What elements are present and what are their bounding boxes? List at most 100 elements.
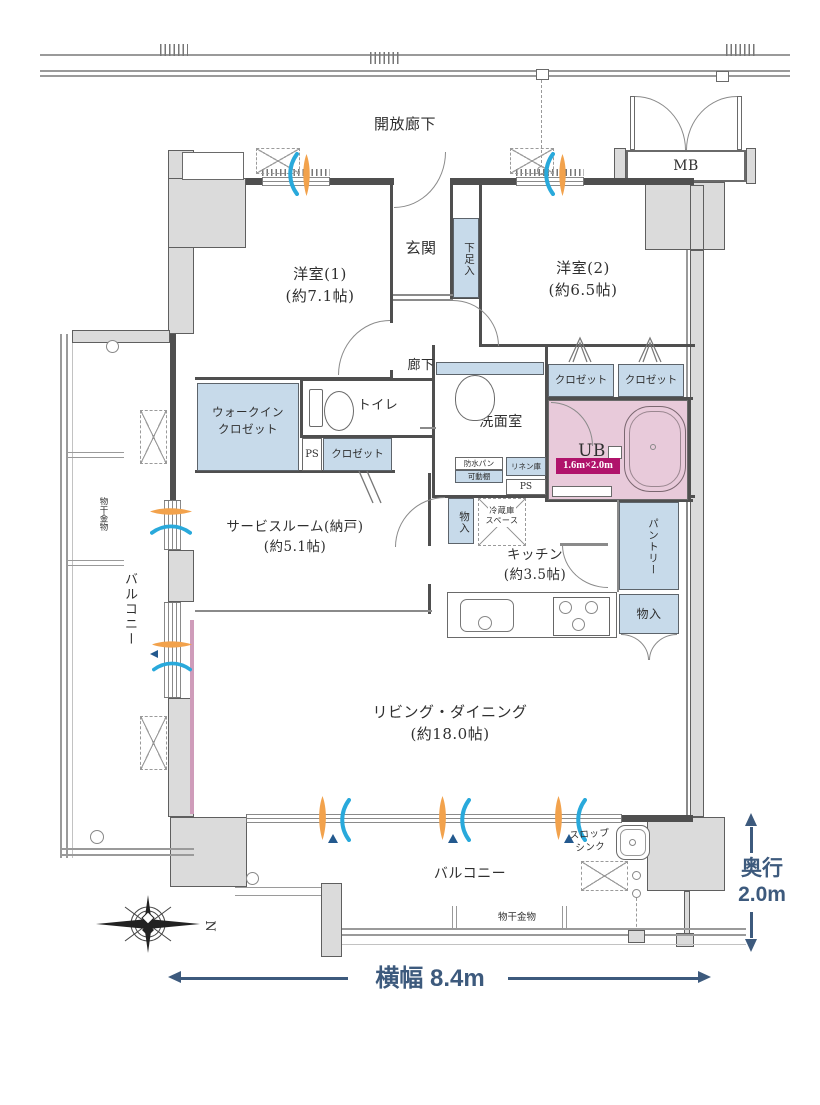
- label-line: スペース: [484, 516, 520, 527]
- closet-label: クロゼット: [331, 448, 384, 460]
- airflow-orange-icon: [556, 154, 569, 196]
- wall: [620, 815, 693, 822]
- shoe-box-label: 下足入: [463, 241, 475, 277]
- entrance-door-arc: [394, 152, 446, 208]
- hall-ld-door-arc: [395, 497, 445, 547]
- wall: [545, 397, 693, 400]
- balcony-partition: [321, 883, 342, 957]
- wall: [390, 370, 393, 380]
- wall: [428, 584, 431, 614]
- storage-label: 物入: [636, 607, 662, 621]
- balcony-railing: [72, 334, 73, 858]
- walk-in-closet-label: ウォークイン クロゼット: [199, 404, 297, 437]
- room-label-washroom: 洗面室: [479, 414, 523, 430]
- wall: [617, 498, 619, 592]
- room-label-kitchen: キッチン (約3.5帖): [490, 546, 580, 585]
- wall: [300, 435, 435, 438]
- corridor-post: [536, 69, 549, 80]
- corridor-line: [40, 54, 790, 56]
- room-name: 洋室(1): [293, 265, 347, 283]
- window: [262, 177, 330, 186]
- entrance-step-line: [393, 299, 453, 301]
- corridor-line: [40, 75, 790, 77]
- corridor-line: [40, 70, 790, 72]
- storage-door-arc: [621, 634, 649, 660]
- balcony-divider: [66, 565, 124, 567]
- mb-door-panel: [737, 96, 742, 150]
- airflow-blue-icon: [458, 798, 471, 842]
- airflow-triangle-icon: [448, 834, 458, 843]
- open-corridor-label: 開放廊下: [373, 115, 436, 133]
- burner: [572, 618, 585, 631]
- closet-label: クロゼット: [554, 374, 608, 386]
- room-label-entrance: 玄関: [405, 239, 437, 257]
- width-dimension: 横幅 8.4m: [375, 965, 485, 992]
- ub-size-badge: 1.6m×2.0m: [556, 458, 620, 474]
- western1-door-arc: [338, 320, 390, 375]
- right-wall: [690, 185, 704, 250]
- wall: [479, 344, 695, 347]
- ac-unit-space: [581, 861, 628, 891]
- wall: [242, 178, 694, 185]
- balcony-divider: [66, 457, 124, 459]
- burner: [585, 601, 598, 614]
- room-label-service: サービスルーム(納戸) (約5.1帖): [210, 518, 380, 557]
- room-label-western1: 洋室(1) (約7.1帖): [255, 264, 385, 308]
- room-label-hallway: 廊下: [407, 358, 435, 373]
- vanity-counter: [436, 362, 544, 375]
- room-name: リビング・ダイニング: [372, 703, 528, 721]
- drain-circle: [632, 871, 641, 880]
- railing-post: [452, 906, 454, 930]
- airflow-orange-icon: [552, 796, 565, 840]
- wall: [195, 610, 432, 612]
- airflow-orange-icon: [436, 796, 449, 840]
- movable-shelf-label: 可動棚: [467, 472, 491, 481]
- pipe-space-label: PS: [305, 449, 319, 460]
- window: [164, 602, 181, 698]
- structural-column: [647, 817, 725, 891]
- structural-column: [168, 698, 194, 817]
- label-line: 奥行: [741, 857, 783, 880]
- sink-drain: [478, 616, 492, 630]
- mb-door-arc: [686, 96, 737, 150]
- toilet-tank: [309, 389, 323, 427]
- bathtub-inner: [629, 411, 681, 487]
- airflow-triangle-icon: [328, 834, 338, 843]
- ld-window-accent: [190, 620, 194, 814]
- airflow-triangle-icon: [564, 834, 574, 843]
- wall: [300, 378, 303, 438]
- stove: [553, 597, 610, 636]
- depth-dimension: 奥行 2.0m: [722, 856, 802, 909]
- drain-foot: [628, 930, 645, 943]
- slop-sink-inner: [620, 829, 646, 856]
- compass-n-label: N: [202, 920, 216, 931]
- room-label-living: リビング・ダイニング (約18.0帖): [366, 702, 534, 746]
- balcony-railing: [235, 887, 323, 889]
- bathtub-drain: [650, 444, 656, 450]
- airflow-blue-icon: [150, 522, 192, 535]
- waterproof-pan-label: 防水パン: [463, 459, 495, 468]
- drain-circle: [246, 872, 259, 885]
- balcony-wall: [72, 330, 170, 343]
- room-size: (約18.0帖): [410, 724, 490, 743]
- label-line: ウォークイン: [212, 405, 284, 419]
- linen-closet: [506, 457, 546, 476]
- storage-door-arc: [649, 634, 677, 660]
- room-size: (約6.5帖): [548, 280, 618, 299]
- wall: [686, 502, 688, 815]
- dimension-line: [750, 912, 753, 938]
- bathtub: [624, 406, 686, 492]
- balcony-divider: [66, 560, 124, 562]
- room-size: (約7.1帖): [285, 286, 355, 305]
- movable-shelf: [455, 470, 503, 483]
- balcony-railing: [340, 928, 746, 930]
- wall: [195, 377, 393, 380]
- shoe-box: [453, 218, 479, 298]
- arrow-left-icon: [168, 971, 181, 983]
- corridor-hatch: [370, 52, 400, 64]
- airflow-blue-icon: [286, 152, 299, 196]
- balcony-railing: [340, 944, 746, 945]
- label-line: 冷蔵庫: [488, 506, 516, 517]
- drain-pipe-dashed: [541, 80, 542, 168]
